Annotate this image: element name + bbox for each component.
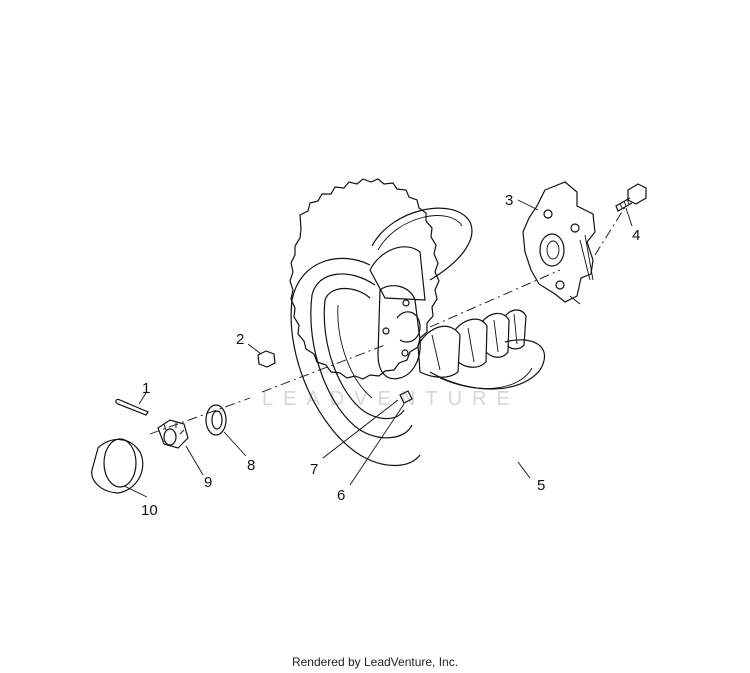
hub-bolt (615, 183, 647, 212)
callout-4: 4 (632, 227, 640, 244)
leader-8 (223, 431, 247, 457)
leader-2 (247, 343, 262, 355)
castle-nut-slots (163, 422, 185, 435)
hub-bore-inner (546, 240, 560, 260)
washer-outer (205, 404, 227, 436)
bolt-shank (615, 197, 633, 212)
hub-stud-hole-1 (543, 209, 553, 219)
washer-inner (211, 410, 223, 430)
watermark-text: LEADVENTURE (262, 388, 520, 410)
rim-bolt-hole-2 (402, 299, 410, 307)
wheel-rim (310, 246, 527, 439)
hub-bore (539, 233, 565, 267)
hub-body (522, 181, 596, 303)
rim-barrel-ribs (417, 309, 527, 378)
assembly-axis-line (149, 206, 626, 435)
tire-outer-tread (289, 178, 440, 380)
leader-7 (322, 399, 399, 459)
valve-stem (399, 390, 413, 404)
hub-stud-hole-3 (555, 280, 565, 290)
rim-bolt-hole-1 (382, 327, 390, 335)
leader-3 (517, 199, 539, 211)
rib-1 (417, 325, 461, 378)
rim-inner-flange (323, 287, 405, 420)
tire-front-sidewall (290, 257, 421, 467)
leader-6 (349, 403, 405, 486)
tire-lower-lobe-inner (439, 367, 533, 389)
dust-cap (91, 438, 144, 494)
callout-10: 10 (141, 502, 158, 519)
callout-2: 2 (236, 331, 244, 348)
bolt-head (627, 183, 647, 205)
castle-nut-body (157, 419, 189, 449)
dust-cap-body (91, 438, 144, 494)
tire-lower-lobe (429, 339, 546, 390)
tire-back-sidewall (371, 207, 473, 281)
leader-10 (123, 485, 148, 498)
callout-1: 1 (142, 380, 150, 397)
callout-7: 7 (310, 461, 318, 478)
cotter-pin (115, 398, 149, 416)
washer (205, 404, 227, 436)
leader-1 (138, 392, 147, 405)
rib-2 (454, 318, 488, 368)
rim-well (337, 304, 373, 399)
callout-8: 8 (247, 457, 255, 474)
hub-stud-hole-2 (570, 223, 580, 233)
rim-barrel-top (369, 246, 426, 301)
castle-nut-bore (163, 428, 177, 446)
callout-9: 9 (204, 474, 212, 491)
rendered-by-footer: Rendered by LeadVenture, Inc. (291, 655, 459, 669)
wheel-hub (522, 181, 596, 305)
rim-hub-face (377, 285, 421, 380)
castle-nut (157, 419, 189, 449)
hub-shading (569, 234, 594, 305)
lug-nut (257, 350, 276, 368)
tire (289, 178, 546, 467)
leader-4 (625, 207, 633, 227)
rib-4 (504, 309, 527, 350)
bolt-threads (619, 198, 630, 209)
rib-shade-1 (431, 313, 518, 371)
rib-3 (481, 312, 510, 358)
leader-5 (517, 461, 531, 479)
callout-3: 3 (505, 192, 513, 209)
rim-hub-opening (396, 311, 421, 343)
leader-lines (123, 199, 633, 498)
callout-5: 5 (537, 477, 545, 494)
tire-back-sidewall-inner (377, 215, 463, 251)
rim-bolt-hole-3 (401, 349, 409, 357)
rim-outer-flange (310, 273, 413, 439)
dust-cap-rim (103, 438, 137, 488)
callout-6: 6 (337, 487, 345, 504)
leader-9 (185, 445, 204, 476)
